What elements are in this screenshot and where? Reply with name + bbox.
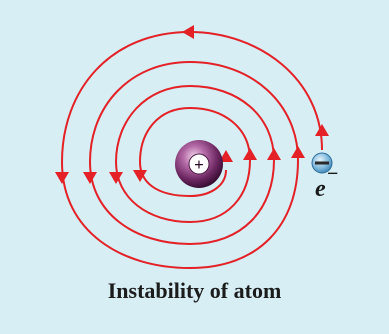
nucleus: + [175,140,223,188]
arrow-head-3 [83,172,97,184]
arrow-head-8 [267,148,281,160]
arrow-head-9 [291,146,305,158]
electron-symbol: e [315,176,326,202]
electron-charge-sign: − [327,163,338,185]
arrow-head-2 [55,172,69,184]
arrow-head-10 [315,124,329,136]
arrow-head-7 [243,148,257,160]
arrow-head-1 [182,25,194,39]
nucleus-plus-symbol: + [194,155,204,174]
electron: e − [312,153,338,202]
diagram-caption: Instability of atom [0,278,389,304]
arrow-head-4 [109,172,123,184]
